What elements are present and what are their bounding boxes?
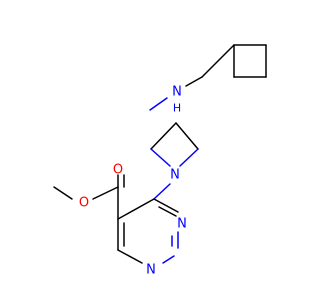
bond-c4-n3 <box>153 198 179 213</box>
ester-group <box>53 174 125 220</box>
cyclobutyl-ring <box>201 44 267 78</box>
bond-oester-methyl <box>53 186 73 200</box>
bond-az3-az4 <box>175 122 199 150</box>
bond-nh-az3 <box>149 97 168 111</box>
bond-n-pyr4 <box>153 183 171 200</box>
atom-amine-h: H <box>173 102 181 115</box>
atom-pyrimidine-n1: N <box>146 263 156 278</box>
pyrimidine-ring <box>117 198 179 264</box>
molecule-svg: N H N N N O O <box>53 44 267 278</box>
bond-az4-n <box>179 148 199 167</box>
structure-diagram: N H N N N O O <box>53 44 267 278</box>
atom-carbonyl-o: O <box>113 163 123 178</box>
bond-cb1-cb2 <box>201 44 235 78</box>
bond-az3-az2 <box>150 122 177 150</box>
bond-c6-n1 <box>117 249 143 264</box>
atom-azetidine-n: N <box>170 168 180 183</box>
bond-cb1-nh <box>185 76 203 87</box>
atom-amine-n: N <box>172 85 182 100</box>
atom-ester-o: O <box>79 196 89 211</box>
bond-c4-n3-double <box>158 206 177 217</box>
atom-pyrimidine-n3: N <box>177 217 187 232</box>
bond-n1-c2 <box>162 255 175 264</box>
bond-c4-c5 <box>117 198 155 220</box>
bond-az2-n <box>150 148 171 167</box>
bond-cc-oester <box>92 186 119 200</box>
azetidine-ring <box>150 122 199 167</box>
